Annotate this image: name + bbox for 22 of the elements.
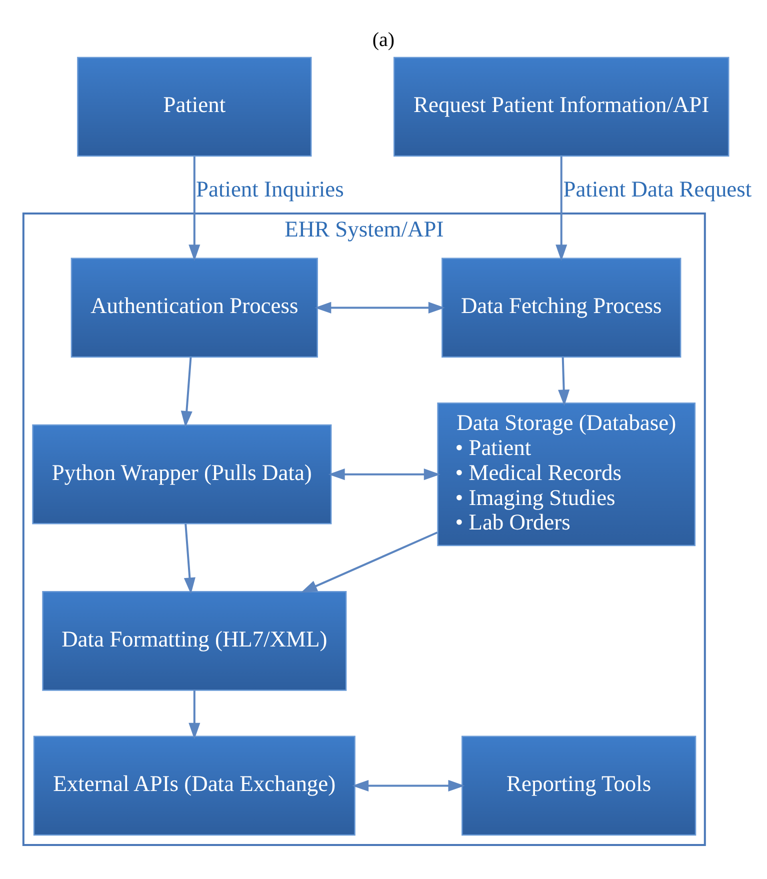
arrow <box>180 356 192 428</box>
node-box: Data Fetching Process <box>442 257 682 358</box>
node-box: Python Wrapper (Pulls Data) <box>32 424 332 524</box>
edge-label: Patient Data Request <box>563 176 752 201</box>
node-box: Data Storage (Database) • Patient • Medical Records • Imaging Studies • Lab Orders <box>437 402 696 546</box>
node-box: Request Patient Information/API <box>393 56 730 156</box>
arrow <box>558 356 570 406</box>
arrow <box>188 690 200 739</box>
arrow <box>556 156 568 261</box>
node-box: Data Formatting (HL7/XML) <box>42 590 347 690</box>
arrow <box>184 523 196 594</box>
diagram-title: (a) <box>372 28 395 50</box>
arrow <box>188 156 200 261</box>
node-box: Patient <box>77 56 312 156</box>
node-box: Reporting Tools <box>462 735 696 836</box>
arrow <box>352 779 465 792</box>
arrow <box>300 531 438 592</box>
edge-label: Patient Inquiries <box>196 176 344 201</box>
arrow <box>314 301 445 313</box>
node-box: Authentication Process <box>70 257 318 358</box>
arrow <box>328 468 440 480</box>
node-box: External APIs (Data Exchange) <box>33 735 356 836</box>
